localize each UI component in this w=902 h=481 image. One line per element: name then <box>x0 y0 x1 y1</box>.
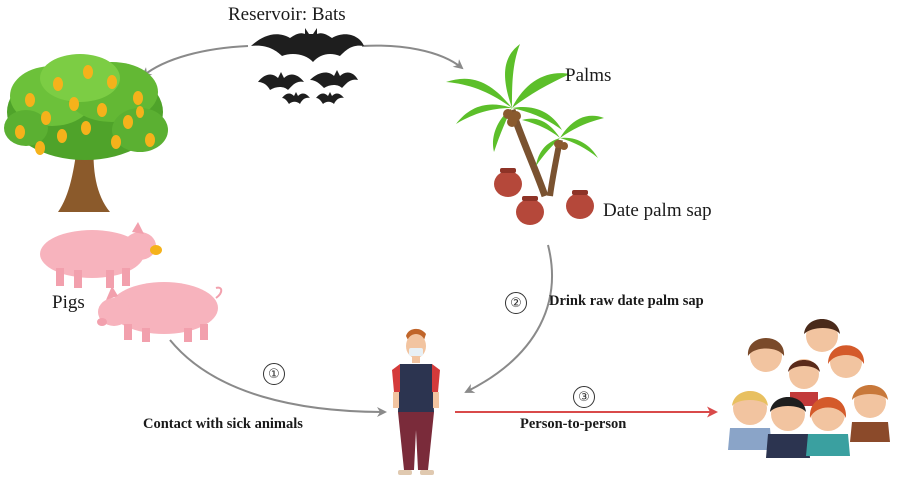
palm-tree-icon <box>446 44 604 198</box>
route-3-number: ③ <box>573 386 595 408</box>
route-1-number: ① <box>263 363 285 385</box>
label-pigs: Pigs <box>52 292 85 313</box>
label-palms: Palms <box>565 65 612 86</box>
route-2-label: Drink raw date palm sap <box>549 293 704 309</box>
arrow-bats-to-palms <box>361 44 464 70</box>
crowd-icon <box>728 319 890 458</box>
arrow-pigs-to-person <box>169 339 387 417</box>
bat-icon <box>251 28 364 104</box>
route-1-label: Contact with sick animals <box>143 416 303 432</box>
route-2-number: ② <box>505 292 527 314</box>
label-date-palm-sap: Date palm sap <box>603 200 712 221</box>
route-3-label: Person-to-person <box>520 416 627 432</box>
title-reservoir-bats: Reservoir: Bats <box>228 4 346 25</box>
arrow-bats-to-tree <box>141 45 249 78</box>
mango-tree-icon <box>4 54 168 212</box>
person-icon <box>392 328 440 475</box>
arrow-sap-to-person <box>464 244 553 393</box>
pig-icon <box>97 282 223 342</box>
clay-pot-icon <box>494 168 594 225</box>
pig-icon <box>40 222 162 288</box>
